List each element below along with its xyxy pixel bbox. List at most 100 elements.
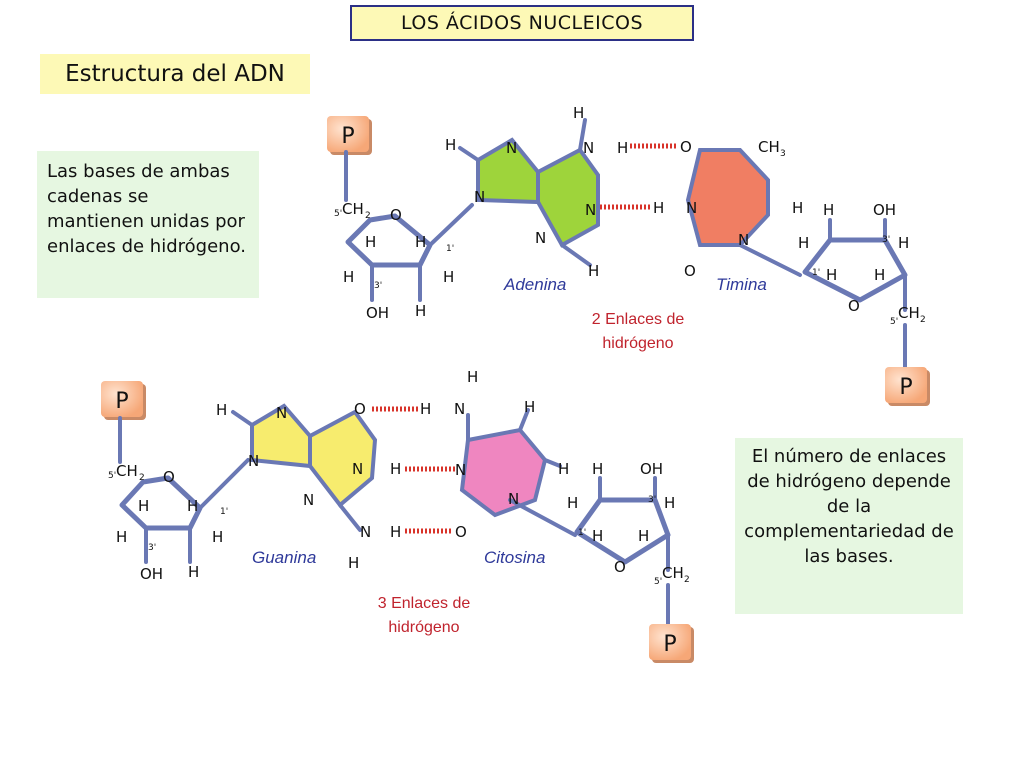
svg-text:CH: CH [898,304,920,322]
svg-text:N: N [248,452,259,470]
svg-text:H: H [415,233,426,251]
svg-text:N: N [535,229,546,247]
guanine-label: Guanina [252,548,316,567]
svg-text:H: H [415,302,426,320]
svg-text:1': 1' [812,268,820,278]
svg-text:H: H [567,494,578,512]
svg-text:O: O [614,558,626,576]
pair-adenine-thymine: P CH 2 5' O H H H H 3' 1' OH H [327,104,930,406]
deoxyribose-left: CH 2 5' O H H H H 3' 1' OH H [108,458,250,583]
svg-text:H: H [653,199,664,217]
guanine: H N N O N H N N H H [216,400,401,572]
svg-text:N: N [474,188,485,206]
svg-text:H: H [792,199,803,217]
svg-text:1': 1' [446,244,454,254]
svg-text:5': 5' [654,577,662,587]
svg-text:2: 2 [139,473,145,483]
svg-text:P: P [341,124,354,149]
svg-text:H: H [874,266,885,284]
bond-count-gc-line2: hidrógeno [388,619,459,636]
adenine: H N N N H H N N H [445,104,628,280]
svg-text:O: O [163,468,175,486]
svg-text:3': 3' [882,235,890,245]
svg-text:N: N [352,460,363,478]
svg-text:3': 3' [374,281,382,291]
svg-text:H: H [898,234,909,252]
note-complementarity: El número de enlaces de hidrógeno depend… [735,438,963,614]
svg-text:N: N [276,404,287,422]
svg-text:H: H [420,400,431,418]
deoxyribose-right: H OH H H 3' 1' H H O CH 2 5' [798,201,926,327]
svg-text:O: O [680,138,692,156]
section-title: Estructura del ADN [40,54,310,94]
svg-text:N: N [455,461,466,479]
svg-text:H: H [823,201,834,219]
svg-text:H: H [573,104,584,122]
svg-text:H: H [826,266,837,284]
thymine-label: Timina [716,275,767,294]
svg-text:H: H [617,139,628,157]
svg-text:OH: OH [366,304,389,322]
svg-text:O: O [455,523,467,541]
svg-text:1': 1' [578,528,586,538]
svg-text:OH: OH [640,460,663,478]
svg-text:OH: OH [873,201,896,219]
svg-text:O: O [354,400,366,418]
svg-text:2: 2 [365,211,371,221]
svg-text:5': 5' [334,209,342,219]
svg-text:N: N [360,523,371,541]
svg-text:3': 3' [648,495,656,505]
svg-text:N: N [686,199,697,217]
svg-text:H: H [188,563,199,581]
svg-text:H: H [558,460,569,478]
svg-text:H: H [443,268,454,286]
pair-guanine-cytosine: P CH 2 5' O H H H H 3' 1' OH H [101,368,694,663]
phosphate: P [649,624,694,663]
svg-text:P: P [115,389,128,414]
svg-text:N: N [454,400,465,418]
adenine-label: Adenina [503,275,566,294]
svg-text:N: N [303,491,314,509]
svg-text:N: N [585,201,596,219]
bond-count-at-line1: 2 Enlaces de [592,311,685,328]
svg-text:H: H [343,268,354,286]
svg-text:H: H [390,460,401,478]
svg-text:H: H [798,234,809,252]
svg-text:H: H [592,460,603,478]
svg-text:1': 1' [220,507,228,517]
svg-text:H: H [524,398,535,416]
svg-text:2: 2 [920,315,926,325]
svg-text:H: H [638,527,649,545]
svg-text:O: O [684,262,696,280]
thymine: O CH 3 H N H N O [653,138,803,280]
svg-text:H: H [365,233,376,251]
svg-text:OH: OH [140,565,163,583]
svg-text:5': 5' [890,317,898,327]
deoxyribose-right: H OH H H 3' 1' H H O CH 2 5' [567,460,690,587]
svg-text:N: N [506,139,517,157]
svg-text:P: P [899,375,912,400]
svg-text:3: 3 [780,149,786,159]
svg-text:H: H [390,523,401,541]
svg-text:CH: CH [662,564,684,582]
svg-text:2: 2 [684,575,690,585]
svg-text:H: H [116,528,127,546]
phosphate: P [327,116,372,155]
svg-text:O: O [390,206,402,224]
svg-text:H: H [138,497,149,515]
page-title: LOS ÁCIDOS NUCLEICOS [350,5,694,41]
phosphate: P [101,381,146,420]
bond-count-at-line2: hidrógeno [602,335,673,352]
svg-text:H: H [467,368,478,386]
cytosine: H N H H N H N O [420,368,577,541]
svg-text:3': 3' [148,543,156,553]
svg-text:CH: CH [758,138,780,156]
svg-text:5': 5' [108,471,116,481]
cytosine-label: Citosina [484,548,545,567]
svg-text:H: H [187,497,198,515]
svg-text:N: N [738,231,749,249]
svg-text:O: O [848,297,860,315]
svg-text:CH: CH [116,462,138,480]
bond-count-gc-line1: 3 Enlaces de [378,595,471,612]
